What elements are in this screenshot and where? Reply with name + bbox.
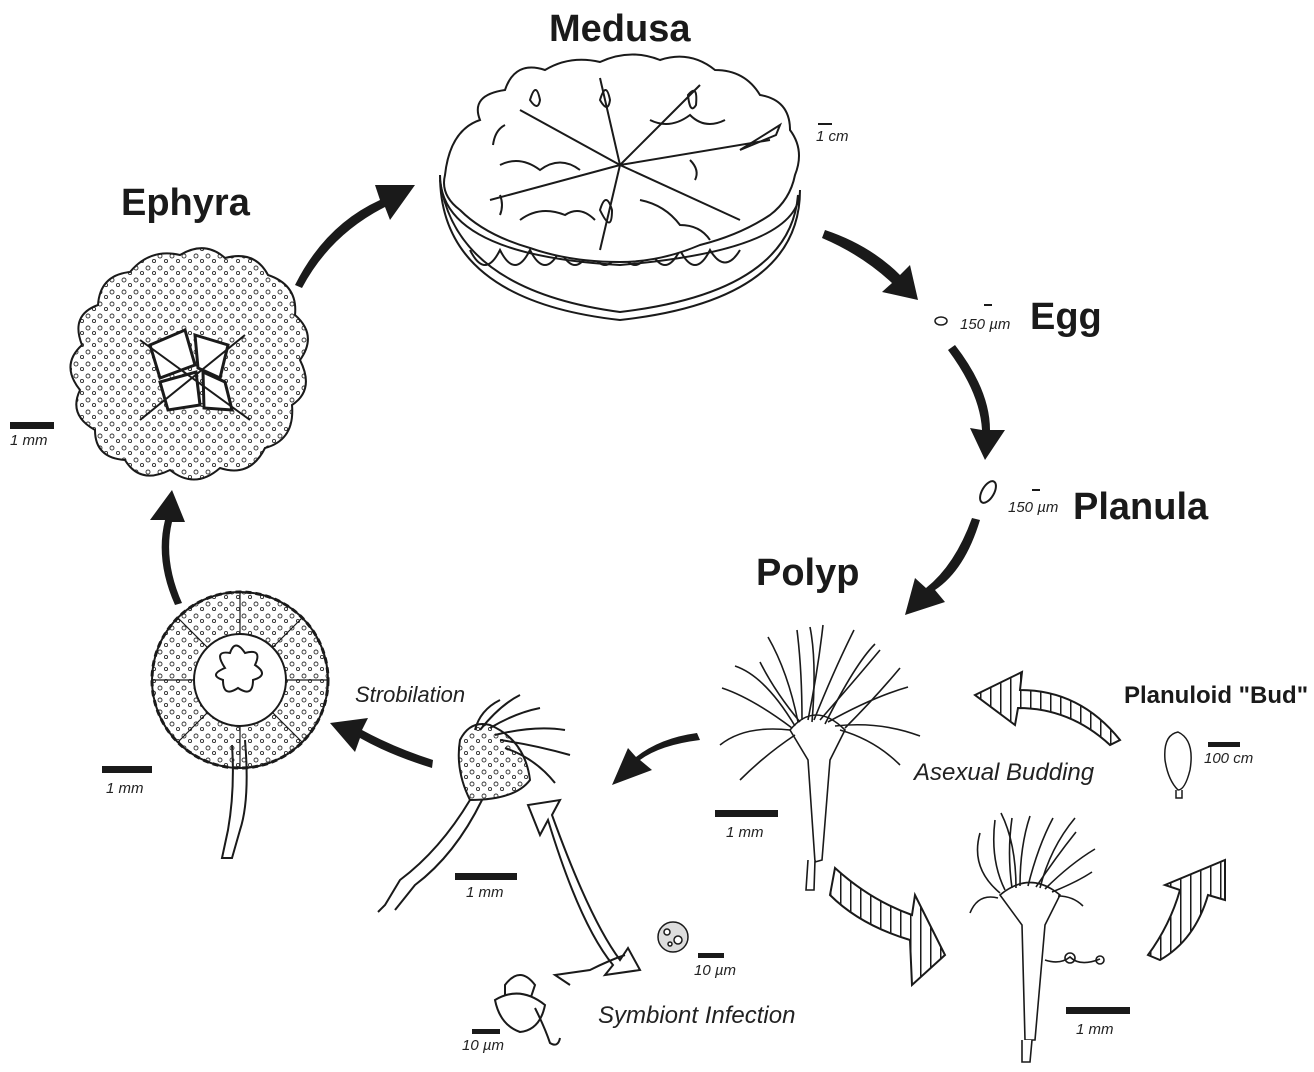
budding-down-arrow [830, 868, 945, 985]
strobila-scale-label: 1 mm [106, 780, 144, 797]
symbiont-flagellate-illustration [495, 975, 560, 1045]
strobilating-polyp-scale-bar [455, 873, 517, 880]
planuloid-bud-label: Planuloid "Bud" [1124, 682, 1308, 710]
strobilating-polyp-scale-label: 1 mm [466, 884, 504, 901]
asexual-budding-label: Asexual Budding [914, 759, 1094, 787]
bud-release-arrow [975, 672, 1120, 745]
symbiont-cell-scale-bar [698, 953, 724, 958]
polyp-scale-label: 1 mm [726, 824, 764, 841]
symbiont-flagellate-scale-label: 10 µm [462, 1037, 504, 1054]
polyp-illustration [720, 625, 920, 890]
polyp-label: Polyp [756, 552, 859, 595]
ephyra-label: Ephyra [121, 182, 250, 225]
egg-label: Egg [1030, 296, 1102, 339]
egg-illustration [935, 317, 947, 325]
scale-bar-lines [818, 124, 1040, 490]
medusa-label: Medusa [549, 8, 690, 51]
strobila-illustration [152, 592, 328, 858]
medusa-illustration [440, 54, 800, 320]
planula-scale-label: 150 µm [1008, 499, 1058, 516]
strobilation-label: Strobilation [355, 682, 465, 708]
polyp-scale-bar [715, 810, 778, 817]
bud-scale-bar [1208, 742, 1240, 747]
symbiont-infection-arrow [528, 800, 640, 985]
medusa-scale-label: 1 cm [816, 128, 849, 145]
symbiont-flagellate-scale-bar [472, 1029, 500, 1034]
budding-polyp-scale-bar [1066, 1007, 1130, 1014]
planuloid-bud-illustration [1165, 732, 1191, 790]
symbiont-infection-label: Symbiont Infection [598, 1002, 795, 1030]
planula-label: Planula [1073, 486, 1208, 529]
budding-up-arrow [1148, 860, 1225, 960]
egg-scale-label: 150 µm [960, 316, 1010, 333]
budding-polyp-scale-label: 1 mm [1076, 1021, 1114, 1038]
symbiont-cell-illustration [658, 922, 688, 952]
planula-illustration [977, 479, 999, 506]
ephyra-scale-bar [10, 422, 54, 429]
symbiont-cell-scale-label: 10 µm [694, 962, 736, 979]
ephyra-illustration [70, 248, 307, 479]
strobila-scale-bar [102, 766, 152, 773]
ephyra-scale-label: 1 mm [10, 432, 48, 449]
bud-scale-label: 100 cm [1204, 750, 1253, 767]
